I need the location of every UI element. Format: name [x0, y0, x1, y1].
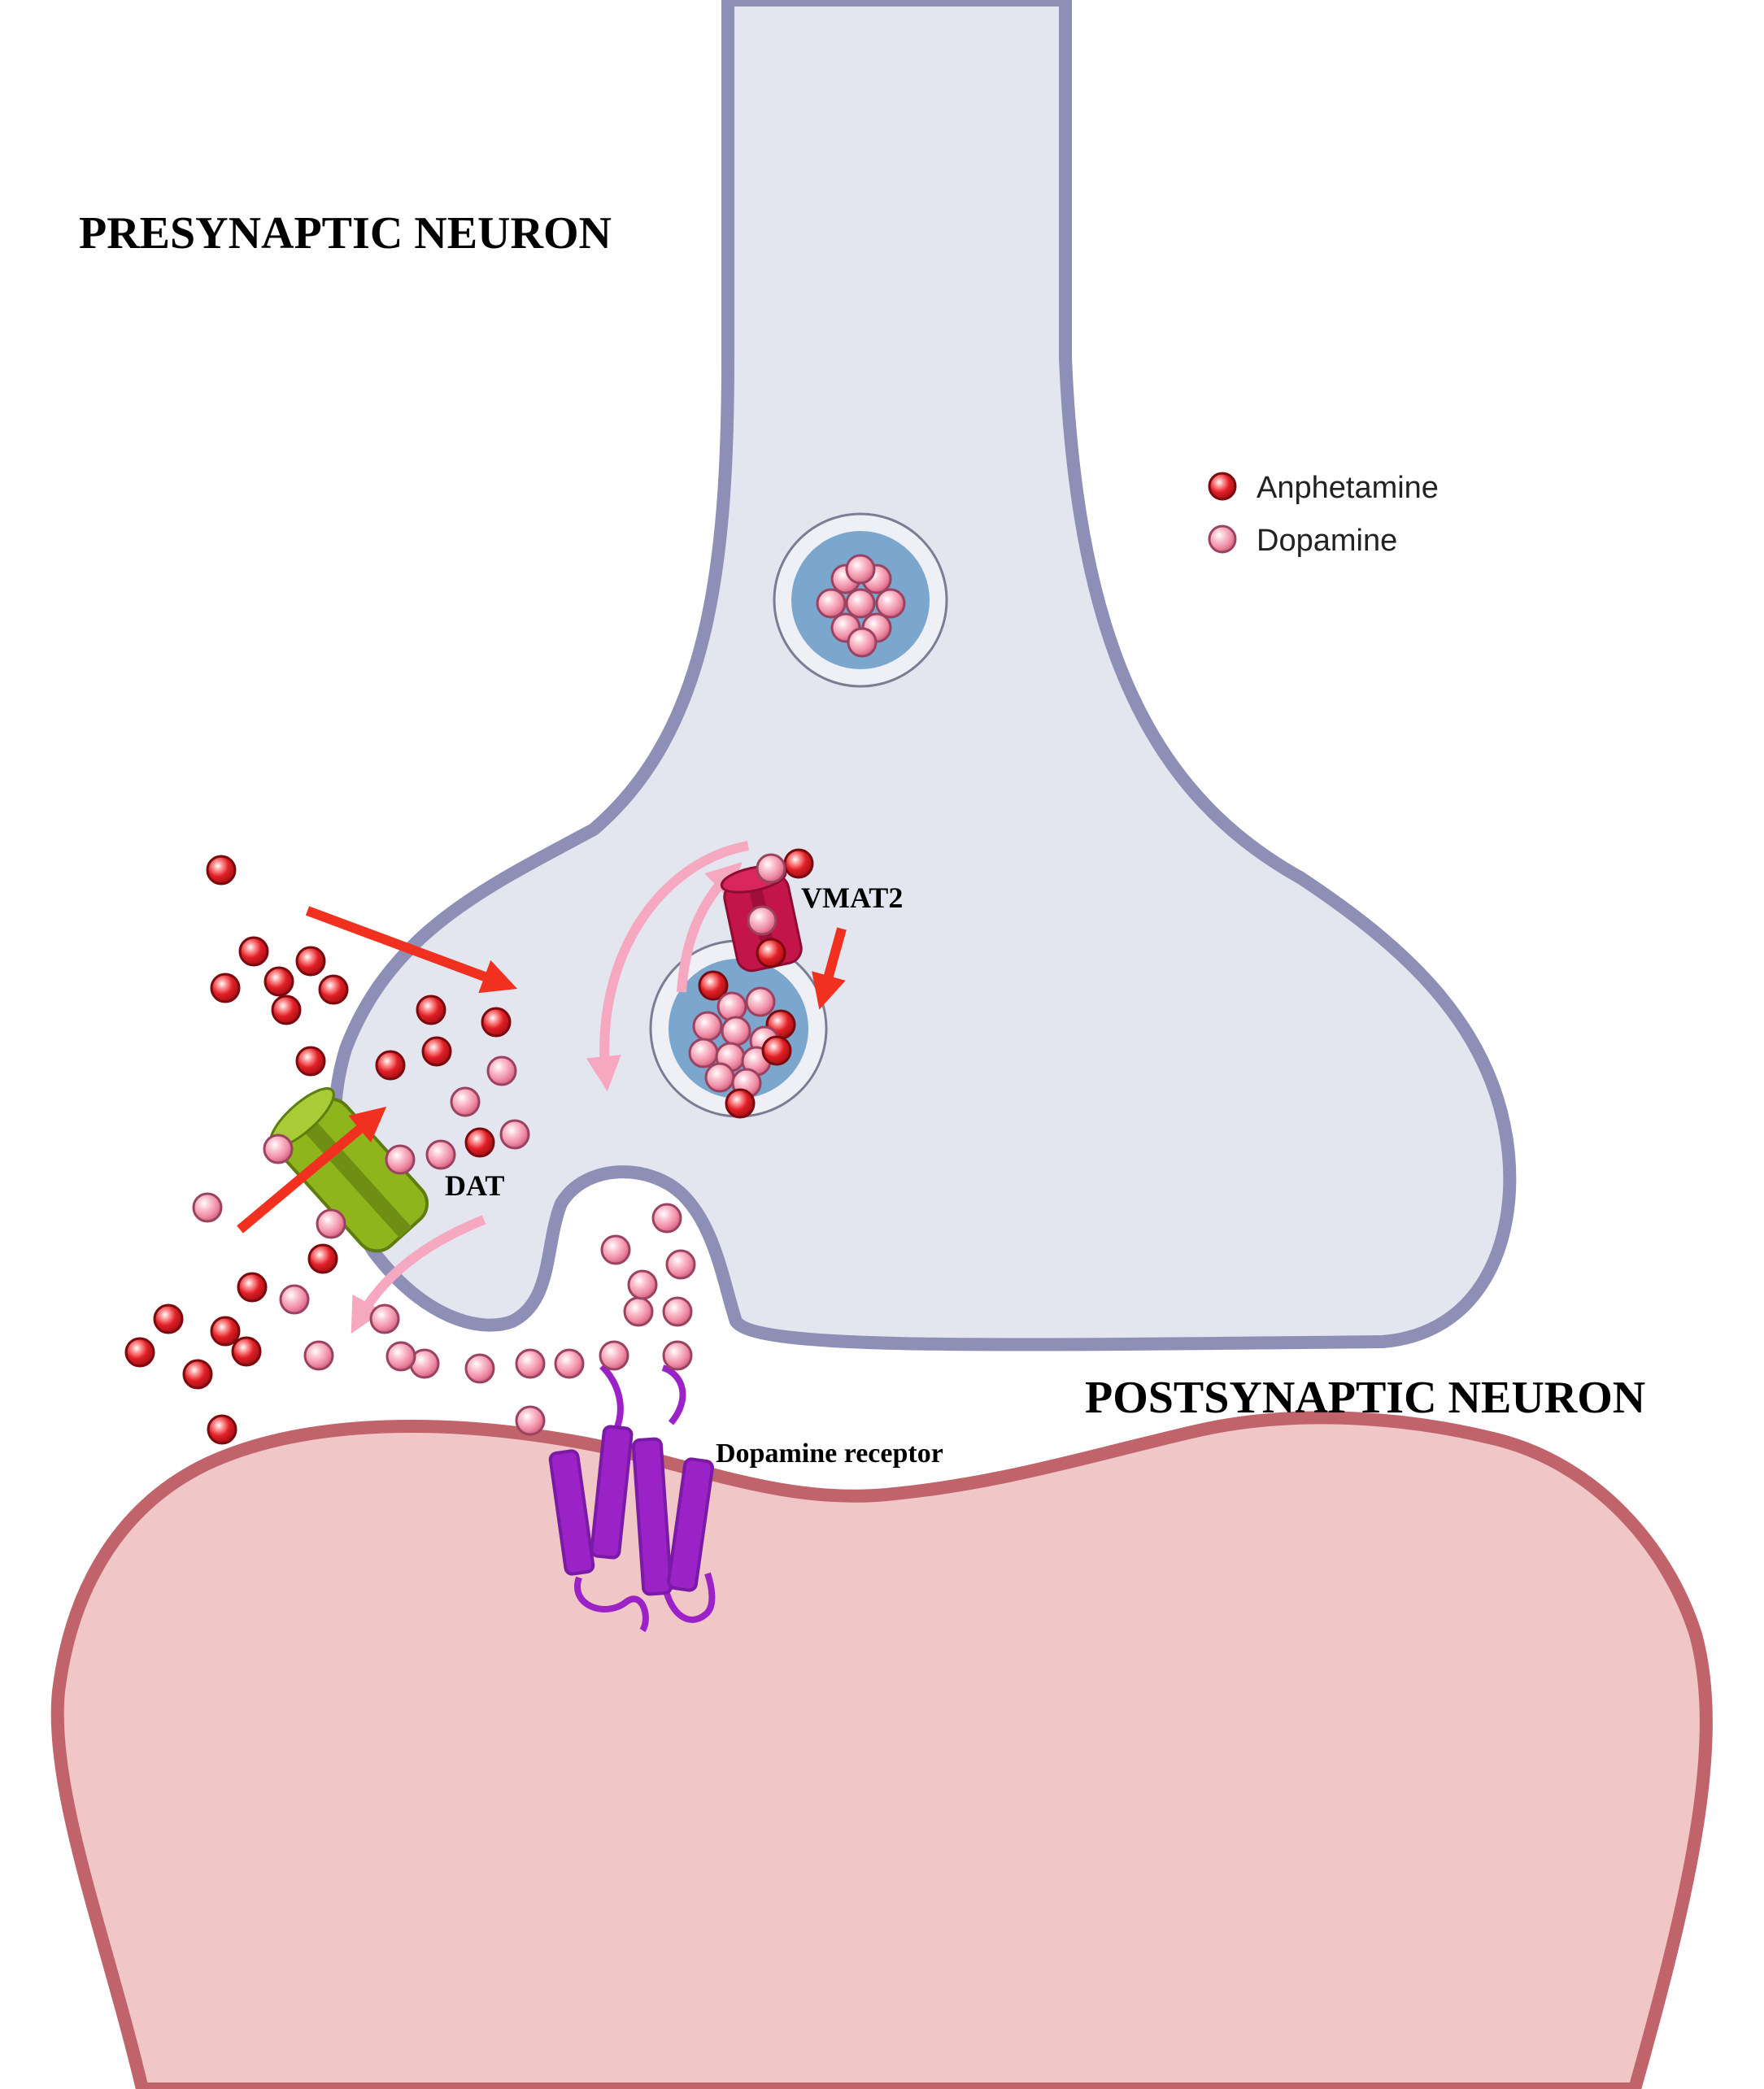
dopamine-molecule	[662, 1340, 693, 1371]
dopamine-molecule	[756, 853, 786, 884]
dopamine-molecule	[816, 588, 847, 619]
dopamine-molecule	[651, 1203, 682, 1234]
amphetamine-molecule	[207, 1414, 237, 1445]
amphetamine-molecule	[464, 1127, 495, 1158]
amphetamine-molecule	[238, 936, 269, 967]
dopamine-molecule	[192, 1192, 223, 1223]
dopamine-receptor	[548, 1364, 716, 1633]
dopamine-molecule	[486, 1055, 517, 1086]
vmat2-pink-arrow-down	[586, 841, 750, 1092]
vmat2-label: VMAT2	[801, 881, 903, 914]
amphetamine-molecule	[725, 1088, 756, 1119]
dopamine-molecule	[515, 1405, 546, 1436]
dopamine-molecule	[425, 1139, 456, 1170]
amphetamine-molecule	[481, 1007, 512, 1038]
dopamine-molecule	[688, 1038, 719, 1068]
amphetamine-entry-arrow-upper	[305, 906, 518, 994]
legend-dopamine-swatch	[1208, 524, 1237, 554]
amphetamine-molecule	[307, 1243, 338, 1274]
dopamine-molecule	[747, 905, 777, 936]
amphetamine-vmat2-arrow	[812, 927, 847, 1010]
dat-transporter	[269, 1087, 429, 1253]
dopamine-molecule	[662, 1296, 693, 1327]
amphetamine-molecule	[416, 994, 446, 1025]
dopamine-molecule	[599, 1340, 629, 1371]
amphetamine-molecule	[271, 994, 302, 1025]
amphetamine-molecule	[421, 1036, 452, 1067]
legend-amphetamine-label: Anphetamine	[1257, 471, 1439, 505]
dopamine-molecule	[623, 1296, 654, 1327]
presynaptic-neuron-membrane	[328, 0, 1517, 1351]
dopamine-molecule	[263, 1134, 294, 1164]
dopamine-molecule	[385, 1144, 416, 1175]
amphetamine-molecule	[295, 946, 326, 977]
amphetamine-molecule	[698, 970, 729, 1001]
dopamine-molecule	[875, 588, 906, 619]
amphetamine-molecule	[231, 1336, 262, 1367]
dopamine-molecule	[450, 1086, 481, 1117]
dopamine-molecule	[721, 1016, 751, 1047]
legend-amphetamine-swatch	[1208, 472, 1237, 501]
amphetamine-molecule	[206, 855, 237, 886]
dopamine-molecule	[464, 1353, 495, 1384]
dopamine-receptor-label: Dopamine receptor	[716, 1438, 943, 1469]
dopamine-molecule	[499, 1119, 530, 1150]
molecules-layer	[124, 554, 906, 1445]
dopamine-molecule	[385, 1341, 416, 1372]
amphetamine-entry-arrow-dat	[237, 1106, 387, 1234]
amphetamine-molecule	[210, 973, 241, 1003]
dopamine-molecule	[745, 986, 776, 1017]
dopamine-molecule	[303, 1340, 334, 1371]
amphetamine-molecule	[783, 848, 814, 879]
dat-label: DAT	[445, 1169, 504, 1202]
legend-dopamine-label: Dopamine	[1257, 524, 1397, 558]
dopamine-molecule	[665, 1249, 696, 1280]
dopamine-molecule	[515, 1348, 546, 1379]
amphetamine-molecule	[182, 1359, 213, 1390]
amphetamine-molecule	[237, 1272, 268, 1303]
amphetamine-molecule	[756, 938, 786, 968]
amphetamine-molecule	[318, 974, 349, 1005]
amphetamine-molecule	[210, 1316, 241, 1347]
dopamine-molecule	[600, 1234, 631, 1265]
dopamine-molecule	[692, 1011, 723, 1042]
dopamine-molecule	[554, 1348, 585, 1379]
amphetamine-molecule	[153, 1303, 184, 1334]
postsynaptic-neuron-label: POSTSYNAPTIC NEURON	[1085, 1373, 1645, 1423]
dopamine-molecule	[704, 1062, 735, 1093]
amphetamine-molecule	[295, 1046, 326, 1077]
amphetamine-molecule	[124, 1337, 155, 1368]
amphetamine-molecule	[761, 1035, 792, 1066]
dopamine-molecule	[845, 588, 876, 619]
dopamine-molecule	[847, 627, 878, 658]
dopamine-molecule	[845, 554, 876, 585]
postsynaptic-neuron-membrane	[50, 1411, 1713, 2089]
dopamine-molecule	[279, 1284, 310, 1315]
dopamine-molecule	[627, 1269, 658, 1300]
dopamine-molecule	[316, 1208, 346, 1239]
dopamine-molecule	[716, 991, 747, 1022]
amphetamine-molecule	[264, 966, 294, 997]
dopamine-molecule	[369, 1303, 400, 1334]
amphetamine-molecule	[375, 1050, 406, 1081]
dopamine-efflux-arrow	[351, 1215, 486, 1334]
presynaptic-neuron-label: PRESYNAPTIC NEURON	[79, 208, 612, 259]
legend: Anphetamine Dopamine	[1208, 471, 1439, 558]
